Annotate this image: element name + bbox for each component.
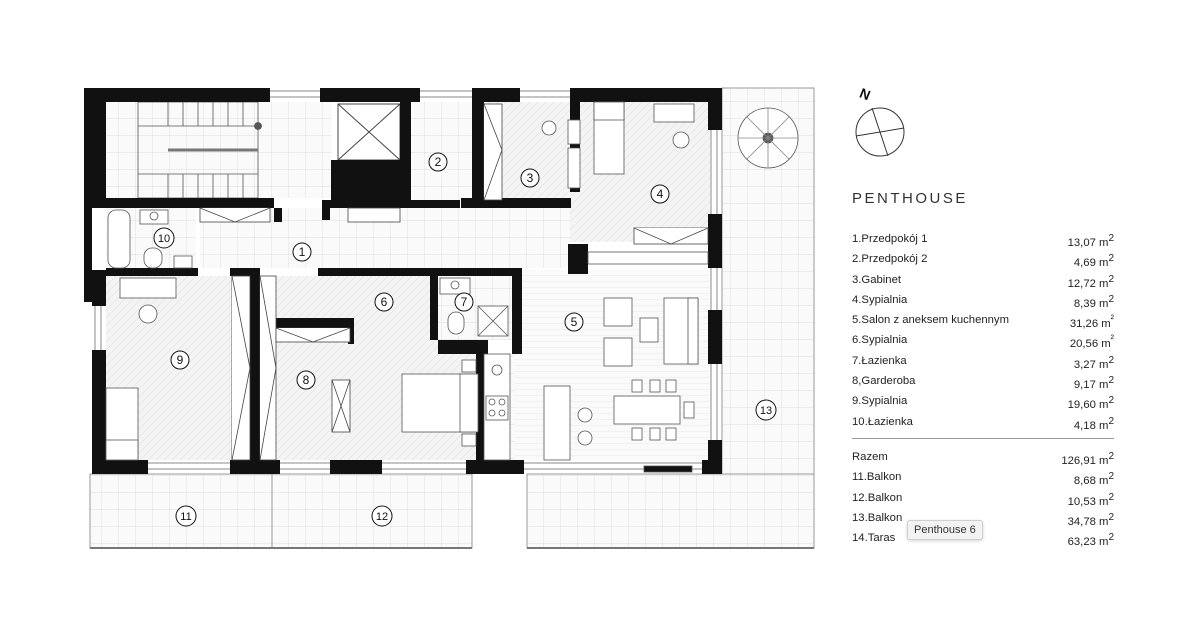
room-row: 3.Gabinet 12,72 m2 [852, 270, 1114, 290]
room-label-11: 11 [175, 505, 197, 527]
room-label-3: 3 [520, 168, 540, 188]
room-label-13: 13 [755, 399, 777, 421]
total-label: Razem [852, 450, 888, 463]
total-area: 126,91 m2 [1061, 450, 1114, 467]
room-row: 9.Sypialnia 19,60 m2 [852, 391, 1114, 411]
windows [94, 90, 718, 470]
room-label: 2.Przedpokój 2 [852, 253, 928, 266]
outdoor-label: 12.Balkon [852, 491, 903, 504]
room-label-10: 10 [153, 227, 175, 249]
room-label: 3.Gabinet [852, 273, 901, 286]
room-number-5: 5 [571, 315, 578, 329]
room-number-12: 12 [376, 511, 388, 523]
room-number-11: 11 [180, 511, 191, 523]
room-label-5: 5 [564, 312, 584, 332]
room-area: 4,69 m2 [1073, 253, 1114, 270]
room-label: 4.Sypialnia [852, 293, 908, 306]
outdoor-row: 12.Balkon 10,53 m2 [852, 488, 1114, 508]
outdoor-row: 11.Balkon 8,68 m2 [852, 467, 1114, 487]
room-row: 5.Salon z aneksem kuchennym 31,26 m² [852, 310, 1114, 330]
room-label-4: 4 [650, 184, 670, 204]
compass-icon [855, 107, 905, 157]
room-number-10: 10 [158, 233, 170, 245]
room-labels: 1 2 3 4 5 6 7 8 9 10 11 12 13 [153, 152, 777, 527]
room-label: 10.Łazienka [852, 415, 913, 428]
outdoor-area: 34,78 m2 [1067, 511, 1114, 528]
outdoor-label: 11.Balkon [852, 471, 902, 484]
room-row: 10.Łazienka 4,18 m2 [852, 412, 1114, 432]
room-row: 7.Łazienka 3,27 m2 [852, 351, 1114, 371]
room-label: 5.Salon z aneksem kuchennym [852, 314, 1009, 327]
room-label-9: 9 [170, 350, 190, 370]
furniture [105, 101, 799, 473]
room-number-7: 7 [461, 295, 468, 309]
legend-divider [852, 437, 1114, 439]
total-row: Razem 126,91 m2 [852, 447, 1114, 467]
room-number-8: 8 [303, 373, 310, 387]
room-number-9: 9 [177, 353, 184, 367]
room-label-7: 7 [454, 292, 474, 312]
room-row: 4.Sypialnia 8,39 m2 [852, 290, 1114, 310]
room-label: 1.Przedpokój 1 [852, 233, 928, 245]
walls [84, 88, 722, 474]
room-row: 2.Przedpokój 2 4,69 m2 [852, 249, 1114, 269]
room-label: 9.Sypialnia [852, 395, 908, 408]
outdoor-label: 14.Taras [852, 532, 896, 545]
room-number-2: 2 [435, 155, 442, 169]
penthouse-tooltip: Penthouse 6 [907, 520, 983, 540]
room-label-12: 12 [371, 505, 393, 527]
room-row: 6.Sypialnia 20,56 m² [852, 330, 1114, 350]
room-label-6: 6 [374, 292, 394, 312]
room-number-1: 1 [299, 245, 306, 259]
room-row: 8,Garderoba 9,17 m2 [852, 371, 1114, 391]
outdoor-row: 14.Taras 63,23 m2 [852, 528, 1114, 548]
room-area: 12,72 m2 [1067, 273, 1114, 290]
outdoor-area: 10,53 m2 [1067, 491, 1114, 508]
outdoor-label: 13.Balkon [852, 511, 903, 524]
room-number-6: 6 [381, 295, 388, 309]
room-area: 13,07 m2 [1067, 233, 1114, 249]
room-number-4: 4 [657, 187, 664, 201]
legend-title: PENTHOUSE [852, 190, 968, 207]
room-area: 19,60 m2 [1067, 395, 1114, 412]
room-label-2: 2 [428, 152, 448, 172]
outdoor-row: 13.Balkon 34,78 m2 [852, 508, 1114, 528]
room-label: 6.Sypialnia [852, 334, 908, 347]
room-list: 1.Przedpokój 1 13,07 m2 2.Przedpokój 2 4,69… [852, 229, 1114, 432]
room-row: 1.Przedpokój 1 13,07 m2 [852, 229, 1114, 249]
wardrobes [199, 103, 709, 461]
room-label-1: 1 [292, 242, 312, 262]
outdoor-area: 8,68 m2 [1073, 471, 1114, 488]
elevator [337, 103, 401, 161]
room-area: 31,26 m² [1069, 314, 1114, 330]
room-number-3: 3 [527, 171, 534, 185]
room-area: 20,56 m² [1069, 334, 1114, 351]
room-area: 9,17 m2 [1073, 375, 1114, 391]
room-area: 4,18 m2 [1073, 415, 1114, 432]
room-area: 3,27 m2 [1073, 354, 1114, 371]
room-label: 7.Łazienka [852, 354, 907, 367]
room-area: 8,39 m2 [1073, 293, 1114, 310]
outdoor-area: 63,23 m2 [1067, 532, 1114, 548]
room-label: 8,Garderoba [852, 375, 916, 388]
room-label-8: 8 [296, 370, 316, 390]
room-number-13: 13 [760, 405, 772, 417]
